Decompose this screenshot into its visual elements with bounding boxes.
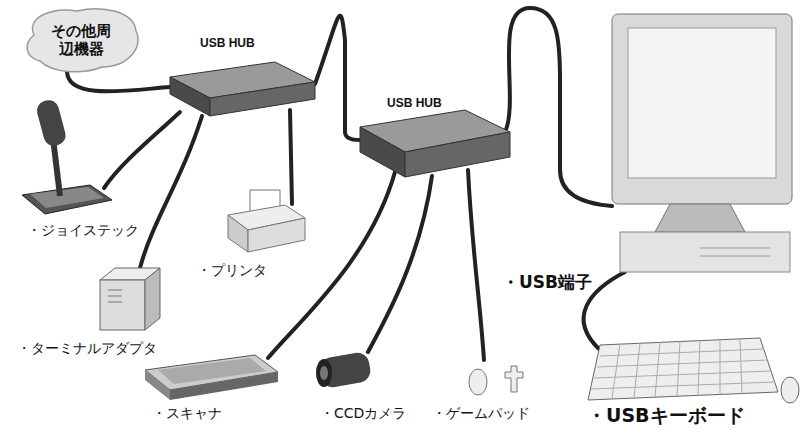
- adapter-cable: [140, 116, 202, 268]
- hub-label: USB HUB: [198, 36, 257, 50]
- usb-cable: [67, 71, 170, 91]
- joystick-drawing: [22, 98, 112, 214]
- computer-cable: [505, 8, 612, 206]
- mouse: [781, 377, 799, 403]
- adapter-side: [145, 268, 160, 330]
- monitor-stand: [655, 204, 745, 232]
- usb-hub: USB HUB: [360, 92, 510, 210]
- device-label: ・ゲームパッド: [430, 405, 532, 422]
- scanner-side: [170, 372, 278, 400]
- joystick-stick: [53, 138, 60, 196]
- printer-drawing: [228, 190, 305, 252]
- hub-front: [170, 77, 210, 116]
- computer-drawing: [612, 14, 792, 272]
- gamepad-cable: [468, 170, 484, 360]
- keyboard-label: ・USBキーボード: [585, 404, 747, 427]
- gamepad-left: [469, 369, 487, 395]
- hub-front: [360, 127, 405, 177]
- monitor-screen: [628, 28, 776, 178]
- printer-side: [248, 218, 305, 252]
- adapter-front: [100, 280, 145, 330]
- bubble-text: その他周辺機器: [49, 22, 114, 58]
- device-label: ・ジョイステック: [25, 222, 141, 239]
- port-label: ・USB端子: [500, 272, 594, 292]
- scanner-cable: [268, 172, 395, 358]
- adapter-slots: [108, 290, 122, 302]
- hub-side: [405, 132, 510, 177]
- keyboard-body: [588, 338, 778, 400]
- drive-slot: [700, 248, 770, 256]
- scanner-drawing: [145, 355, 278, 400]
- device-label: ・プリンタ: [195, 262, 269, 279]
- camera-cable: [368, 176, 432, 352]
- usb-cable: [315, 16, 360, 140]
- printer-front: [228, 215, 248, 252]
- scanner-front: [145, 370, 170, 400]
- device-label: ・CCDカメラ: [318, 405, 408, 422]
- hub-side: [210, 82, 315, 116]
- peripheral-bubble: その他周辺機器: [22, 5, 140, 75]
- keyboard-keys: [591, 339, 775, 398]
- desktop-case: [620, 232, 790, 272]
- keyboard-drawing: [588, 338, 799, 403]
- joystick-cable: [104, 112, 180, 188]
- joystick-base: [22, 185, 112, 214]
- joystick-base-top: [30, 187, 104, 208]
- usb-hub: USB HUB: [170, 32, 315, 127]
- gamepad-drawing: [469, 366, 523, 395]
- camera-drawing: [316, 351, 372, 389]
- hub-label: USB HUB: [385, 96, 444, 110]
- joystick-grip: [35, 98, 68, 148]
- camera-glass: [320, 366, 328, 380]
- printer-cable: [290, 110, 292, 204]
- monitor-case: [612, 14, 792, 204]
- device-label: ・スキャナ: [150, 405, 224, 422]
- terminal-adapter-drawing: [100, 268, 160, 330]
- blob-outline: [27, 9, 138, 72]
- device-label: ・ターミナルアダプタ: [15, 340, 159, 357]
- device-cables: [104, 8, 625, 360]
- camera-lens: [316, 359, 332, 387]
- gamepad-right: [505, 366, 523, 392]
